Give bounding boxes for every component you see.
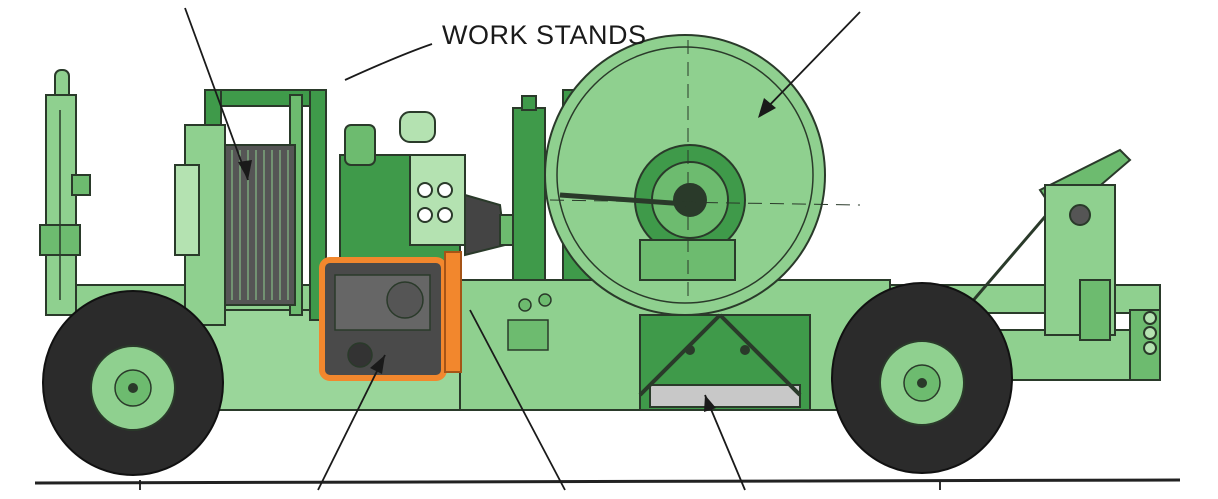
leader-arrow-toolbox [704, 394, 746, 491]
work-stand-frame [174, 89, 327, 326]
work-stands-label: WORK STANDS [442, 20, 647, 50]
chassis-gauges [507, 293, 552, 351]
ground-line [34, 478, 1181, 485]
leader-arrow-reel [759, 11, 861, 116]
rear-boom [963, 148, 1157, 355]
leader-arrow-work-stands [344, 43, 433, 81]
leader-lines [139, 7, 941, 491]
engine-block [339, 111, 523, 266]
cable-reel [544, 34, 861, 316]
lower-toolbox [638, 313, 811, 411]
rear-wheel [831, 282, 1013, 474]
cable-coil [224, 144, 296, 306]
front-mast [39, 69, 91, 316]
leader-arrow-orange-bar [469, 309, 566, 491]
highlighted-generator [319, 251, 462, 381]
leader-arrow-cable-coil [184, 7, 249, 181]
front-wheel [42, 290, 224, 476]
leader-arrow-generator [317, 354, 386, 491]
